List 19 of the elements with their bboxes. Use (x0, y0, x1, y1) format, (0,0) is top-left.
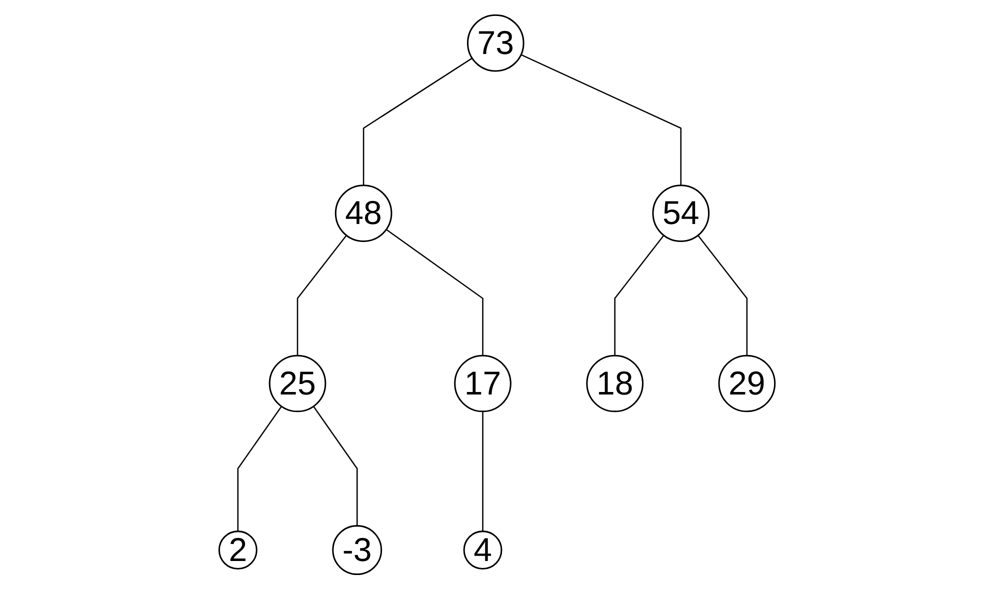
tree-node-circle: -3 (332, 525, 383, 576)
tree-node-circle: 4 (464, 530, 503, 570)
tree-node-circle: 2 (218, 530, 258, 570)
connector (313, 406, 358, 526)
tree-node-circle: 18 (586, 354, 644, 412)
tree-node-circle: 54 (652, 184, 710, 242)
connector (698, 234, 748, 356)
tree-node-circle: 25 (269, 354, 327, 412)
tree-node-circle: 17 (454, 354, 512, 412)
connector (482, 411, 484, 532)
connector (238, 406, 282, 532)
connector (386, 229, 484, 356)
connector (363, 58, 473, 186)
connector (297, 234, 348, 356)
tree-node-circle: 29 (718, 354, 776, 412)
connector (614, 234, 665, 356)
tree-node-circle: 48 (335, 184, 393, 242)
tree-node-circle: 73 (467, 14, 525, 72)
connector (521, 54, 682, 186)
